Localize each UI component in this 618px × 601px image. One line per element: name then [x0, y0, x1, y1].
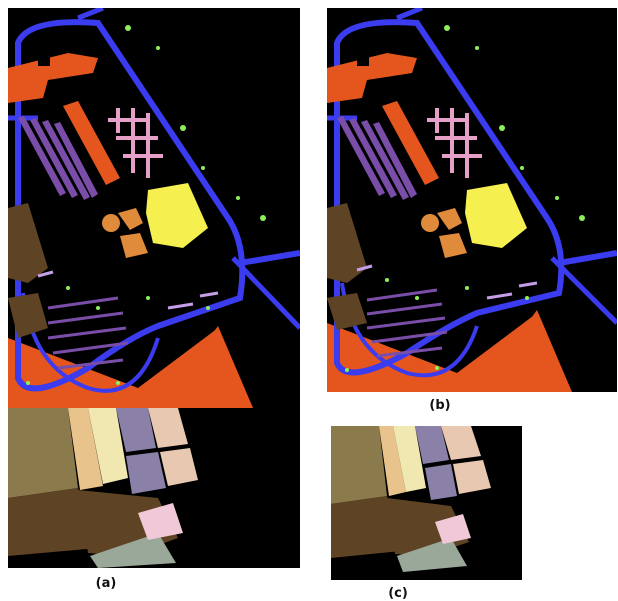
- caption-c: (c): [388, 586, 408, 601]
- caption-a: (a): [95, 576, 117, 591]
- caption-b: (b): [429, 398, 451, 413]
- panel-a-classification-map: [8, 8, 300, 568]
- panel-b-classification-map: [327, 8, 617, 392]
- panel-c-classification-map: [331, 426, 522, 580]
